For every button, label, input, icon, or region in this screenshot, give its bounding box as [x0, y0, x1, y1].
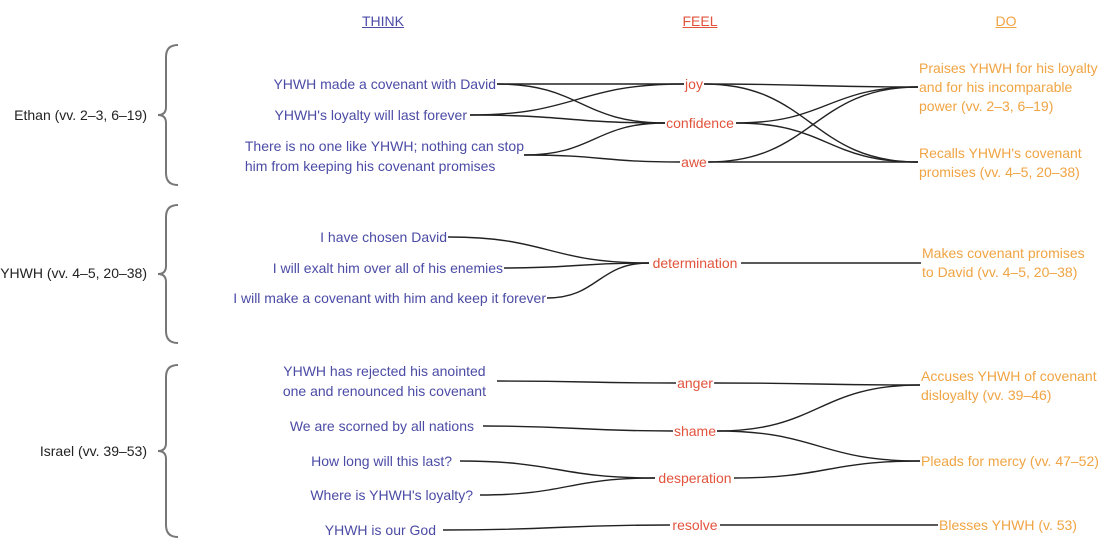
think-node-line: one and renounced his covenant	[282, 383, 486, 399]
connector-t7-f5	[496, 380, 677, 384]
group-brace-1	[157, 204, 179, 344]
connector-t3-f2	[523, 122, 666, 156]
connector-f2-d2	[735, 122, 919, 163]
connector-f6-d5	[716, 430, 921, 462]
do-node: Praises YHWH for his loyalty and for his…	[919, 59, 1098, 116]
group-label-yhwh: YHWH (vv. 4–5, 20–38)	[0, 265, 147, 281]
connector-t3-f3	[523, 154, 681, 163]
connector-t10-f7	[479, 477, 656, 496]
group-brace-2	[157, 364, 179, 538]
do-node: Recalls YHWH's covenant promises (vv. 4–…	[919, 144, 1082, 182]
connector-t11-f8	[442, 524, 671, 531]
think-node: I will exalt him over all of his enemies	[272, 260, 503, 276]
feel-node-confidence: confidence	[665, 114, 735, 133]
think-node: I have chosen David	[320, 229, 447, 245]
group-label-ethan: Ethan (vv. 2–3, 6–19)	[14, 107, 147, 123]
connector-f5-d4	[713, 382, 921, 386]
think-node-line: YHWH has rejected his anointed	[283, 363, 486, 379]
do-node-line: power (vv. 2–3, 6–19)	[919, 98, 1054, 114]
do-node-line: Accuses YHWH of covenant	[921, 368, 1097, 384]
feel-node-shame: shame	[672, 422, 718, 441]
connector-t8-f6	[482, 425, 674, 432]
think-node: YHWH has rejected his anointed one and r…	[283, 362, 486, 401]
do-node-line: Makes covenant promises	[922, 245, 1085, 261]
header-do: DO	[995, 13, 1017, 29]
feel-node-determination: determination	[651, 254, 739, 273]
group-label-israel: Israel (vv. 39–53)	[39, 443, 147, 459]
think-node: YHWH made a covenant with David	[273, 76, 496, 92]
think-node: YHWH is our God	[324, 522, 436, 538]
think-node: I will make a covenant with him and keep…	[233, 290, 546, 306]
connector-f6-d4	[716, 384, 921, 432]
think-node: How long will this last?	[311, 453, 452, 469]
connector-f1-d2	[703, 83, 919, 163]
do-node: Blesses YHWH (v. 53)	[939, 517, 1077, 533]
header-feel: FEEL	[682, 13, 718, 29]
connector-t2-f2	[469, 114, 666, 124]
connector-t9-f7	[459, 460, 656, 479]
connector-t6-f4	[546, 262, 650, 299]
do-node: Pleads for mercy (vv. 47–52)	[921, 453, 1099, 469]
connector-t5-f4	[503, 262, 650, 269]
feel-node-awe: awe	[680, 153, 708, 172]
do-node-line: promises (vv. 4–5, 20–38)	[919, 164, 1080, 180]
feel-node-resolve: resolve	[671, 516, 719, 535]
do-node-line: Praises YHWH for his loyalty	[919, 60, 1098, 76]
header-think: THINK	[362, 13, 404, 29]
think-node-line: There is no one like YHWH; nothing can s…	[244, 138, 524, 154]
connector-f3-d1	[707, 86, 919, 163]
do-node-line: to David (vv. 4–5, 20–38)	[922, 264, 1078, 280]
feel-node-joy: joy	[684, 75, 704, 94]
do-node: Makes covenant promises to David (vv. 4–…	[922, 244, 1085, 282]
feel-node-desperation: desperation	[657, 469, 733, 488]
do-node-line: and for his incomparable	[919, 79, 1073, 95]
connector-f7-d5	[733, 460, 921, 479]
do-node-line: Recalls YHWH's covenant	[919, 145, 1082, 161]
do-node: Accuses YHWH of covenant disloyalty (vv.…	[921, 367, 1097, 405]
think-node: YHWH's loyalty will last forever	[274, 107, 468, 123]
think-node: There is no one like YHWH; nothing can s…	[245, 137, 524, 176]
connector-t1-f2	[496, 83, 666, 124]
connector-f1-d1	[703, 83, 919, 88]
connector-f2-d1	[735, 86, 919, 124]
think-node: We are scorned by all nations	[289, 418, 474, 434]
do-node-line: disloyalty (vv. 39–46)	[921, 387, 1052, 403]
think-node: Where is YHWH's loyalty?	[310, 487, 473, 503]
connector-t2-f1	[469, 83, 685, 116]
think-node-line: him from keeping his covenant promises	[244, 158, 496, 174]
group-brace-0	[157, 44, 179, 186]
connector-t4-f4	[447, 236, 650, 264]
feel-node-anger: anger	[676, 374, 714, 393]
